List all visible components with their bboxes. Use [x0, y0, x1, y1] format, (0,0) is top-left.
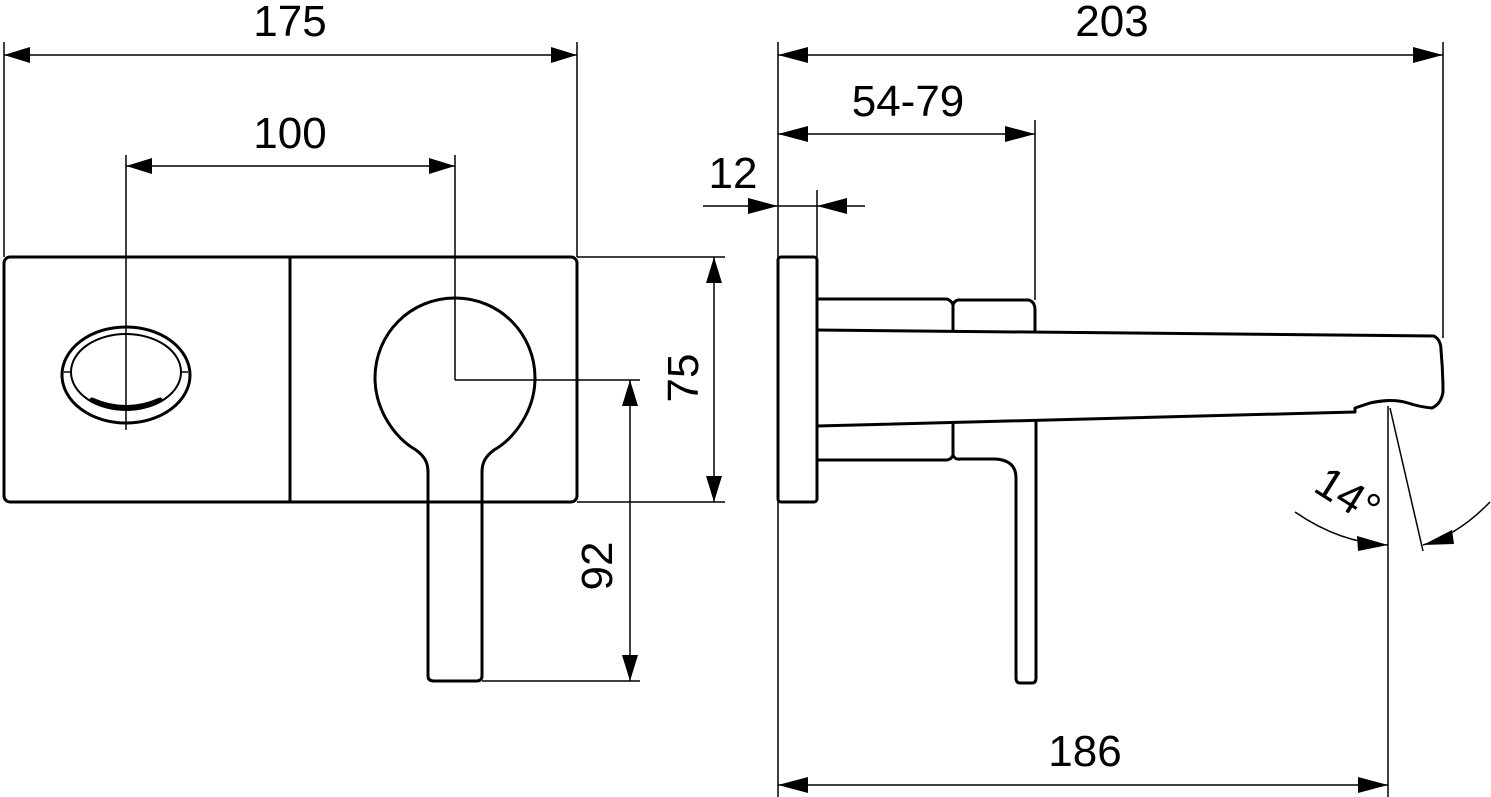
side-wall-plate	[776, 255, 819, 504]
spout	[815, 328, 1445, 428]
dim-label-plate-thickness: 12	[709, 149, 758, 198]
dimension-100	[126, 158, 455, 174]
dimension-175	[4, 47, 577, 63]
dimension-186	[778, 777, 1388, 793]
dim-label-wall-depth: 54-79	[852, 77, 965, 126]
dimension-54-79	[778, 126, 1035, 142]
dim-label-overall-width: 175	[253, 0, 326, 46]
front-view: 175 100 75 92	[2, 0, 725, 683]
dim-label-plate-height: 75	[659, 354, 708, 403]
lever-handle	[373, 296, 537, 683]
dim-label-outlet-angle: 14°	[1306, 457, 1388, 534]
dim-label-spacing: 100	[253, 109, 326, 158]
dimension-angle-14	[1294, 501, 1491, 551]
dim-label-lever-drop: 92	[573, 542, 622, 591]
dimension-92	[622, 380, 638, 681]
dim-label-outlet-distance: 186	[1048, 727, 1121, 776]
dimension-203	[778, 47, 1443, 63]
dim-label-overall-projection: 203	[1075, 0, 1148, 46]
dimension-75	[706, 257, 722, 502]
side-view: 203 54-79 12 186 14°	[703, 0, 1491, 797]
dimension-12	[703, 198, 865, 214]
